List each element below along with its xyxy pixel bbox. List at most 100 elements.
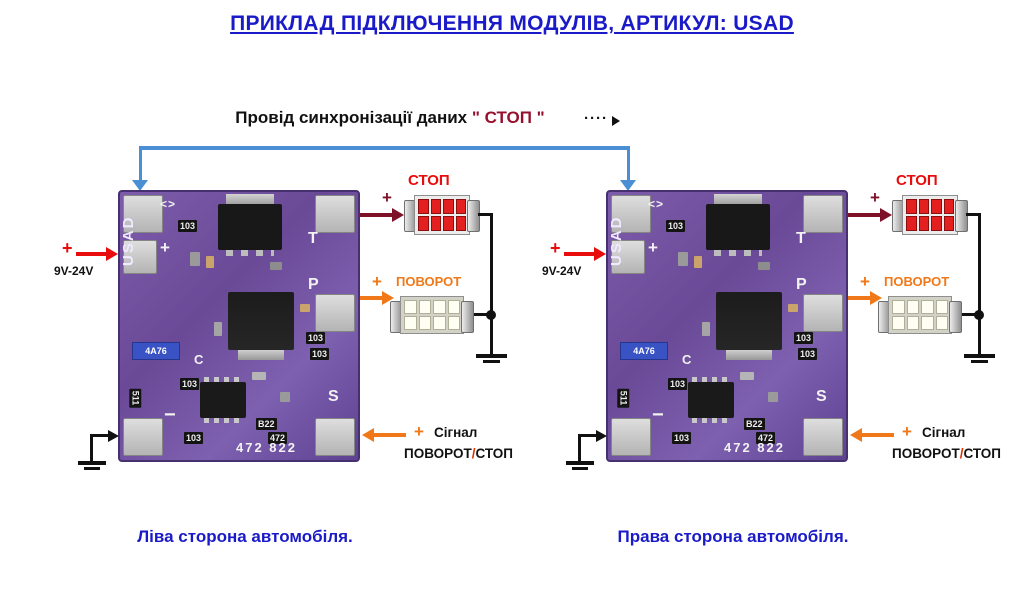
stop-wire (360, 213, 394, 217)
sync-label-arrow-icon (612, 116, 620, 126)
transistor-chip (706, 204, 770, 250)
signal-label-line2: ПОВОРОТ/СТОП (892, 446, 1001, 461)
ground-wire-horizontal (90, 434, 112, 437)
signal-plus-sign: + (414, 422, 424, 441)
white-led-chip (906, 316, 919, 330)
stop-led-body (902, 195, 958, 235)
pad-power-plus (611, 240, 645, 274)
signal-label-turn: ПОВОРОТ (892, 446, 960, 461)
signal-label-stop: СТОП (963, 446, 1001, 461)
silk-s: S (816, 388, 827, 405)
turn-led-body (888, 296, 952, 334)
stop-led-body (414, 195, 470, 235)
ground-symbol (78, 461, 106, 465)
white-led-chip (418, 316, 431, 330)
transistor-legs (714, 250, 762, 256)
ground-arrowhead-icon (596, 430, 607, 442)
pad-ground (611, 418, 651, 456)
silk-minus: − (652, 404, 664, 426)
transistor-chip (218, 204, 282, 250)
soic8-chip (200, 377, 246, 423)
power-wire (76, 252, 106, 256)
silk-p: P (796, 276, 807, 293)
signal-label-slash: / (959, 446, 964, 461)
ground-symbol (566, 461, 594, 465)
sync-label-dots: ···· (584, 110, 608, 127)
pcb-board: + − T P S <> USAD 4A76 C 103 103 103 103… (118, 190, 360, 462)
pad-top-right (315, 195, 355, 233)
wire-junction-dot (974, 310, 984, 320)
driver-chip (716, 292, 782, 350)
white-led-chip (418, 300, 431, 314)
driver-chip (228, 292, 294, 350)
pad-signal (803, 418, 843, 456)
ground-arrowhead-icon (108, 430, 119, 442)
silk-p: P (308, 276, 319, 293)
turn-led-label: ПОВОРОТ (396, 274, 462, 289)
component (190, 252, 200, 266)
resistor-b22: B22 (744, 418, 765, 430)
bulb-cap (955, 200, 968, 232)
ground-wire-horizontal (578, 434, 600, 437)
power-plus-sign: + (62, 238, 73, 258)
wire-junction-dot (486, 310, 496, 320)
power-voltage-label: 9V-24V (542, 264, 582, 278)
ground-symbol (572, 467, 588, 470)
red-led-chip (906, 199, 917, 214)
pad-middle-right (803, 294, 843, 332)
ground-wire-vertical (90, 434, 93, 461)
component (280, 392, 290, 402)
fuse-component: 4A76 (620, 342, 668, 360)
stop-led-label: СТОП (408, 172, 450, 189)
stop-plus-sign: + (870, 188, 880, 207)
component (214, 322, 222, 336)
power-plus-sign: + (550, 238, 561, 258)
sync-wire-vertical (627, 146, 630, 182)
page-title: ПРИКЛАД ПІДКЛЮЧЕННЯ МОДУЛІВ, АРТИКУЛ: US… (230, 12, 794, 35)
red-led-chip (430, 199, 441, 214)
component (300, 304, 310, 312)
red-led-chip (443, 199, 454, 214)
stop-arrowhead-icon (880, 208, 892, 222)
red-led-chip (918, 216, 929, 231)
resistor-103: 103 (794, 332, 814, 344)
resistor-511: 511 (129, 388, 142, 408)
stop-plus-sign: + (382, 188, 392, 207)
component (678, 252, 688, 266)
component (270, 262, 282, 270)
resistor-103: 103 (310, 348, 330, 360)
led-ground-symbol (971, 360, 988, 363)
silk-codes: 472 822 (724, 440, 785, 455)
signal-label-line1: Сігнал (922, 425, 966, 440)
white-led-chip (892, 316, 905, 330)
white-led-chip (433, 316, 446, 330)
white-led-chip (892, 300, 905, 314)
pad-sync (611, 195, 651, 233)
soic8-chip (688, 377, 734, 423)
transistor-tab (226, 194, 274, 205)
sync-wire-arrowhead-icon (132, 180, 148, 191)
turn-wire (848, 296, 872, 300)
bulb-cap (949, 301, 962, 333)
stop-wire (848, 213, 882, 217)
resistor-472: 472 (756, 432, 776, 444)
white-led-chip (404, 316, 417, 330)
red-led-chip (418, 199, 429, 214)
silk-codes: 472 822 (236, 440, 297, 455)
resistor-103: 103 (798, 348, 818, 360)
white-led-chip (921, 300, 934, 314)
component (788, 304, 798, 312)
power-wire (564, 252, 594, 256)
left-module-unit: + 9V-24V + − T P S <> USAD 4A76 C 103 10… (40, 140, 540, 505)
signal-arrowhead-icon (362, 428, 374, 442)
pad-signal (315, 418, 355, 456)
driver-chip-tab (238, 350, 284, 360)
caption-left-side: Ліва сторона автомобіля. (137, 527, 353, 546)
led-ground-symbol (964, 354, 995, 358)
red-led-chip (931, 216, 942, 231)
led-ground-wire (978, 213, 981, 355)
resistor-472: 472 (268, 432, 288, 444)
power-arrowhead-icon (594, 247, 606, 261)
sync-wire-arrowhead-icon (620, 180, 636, 191)
